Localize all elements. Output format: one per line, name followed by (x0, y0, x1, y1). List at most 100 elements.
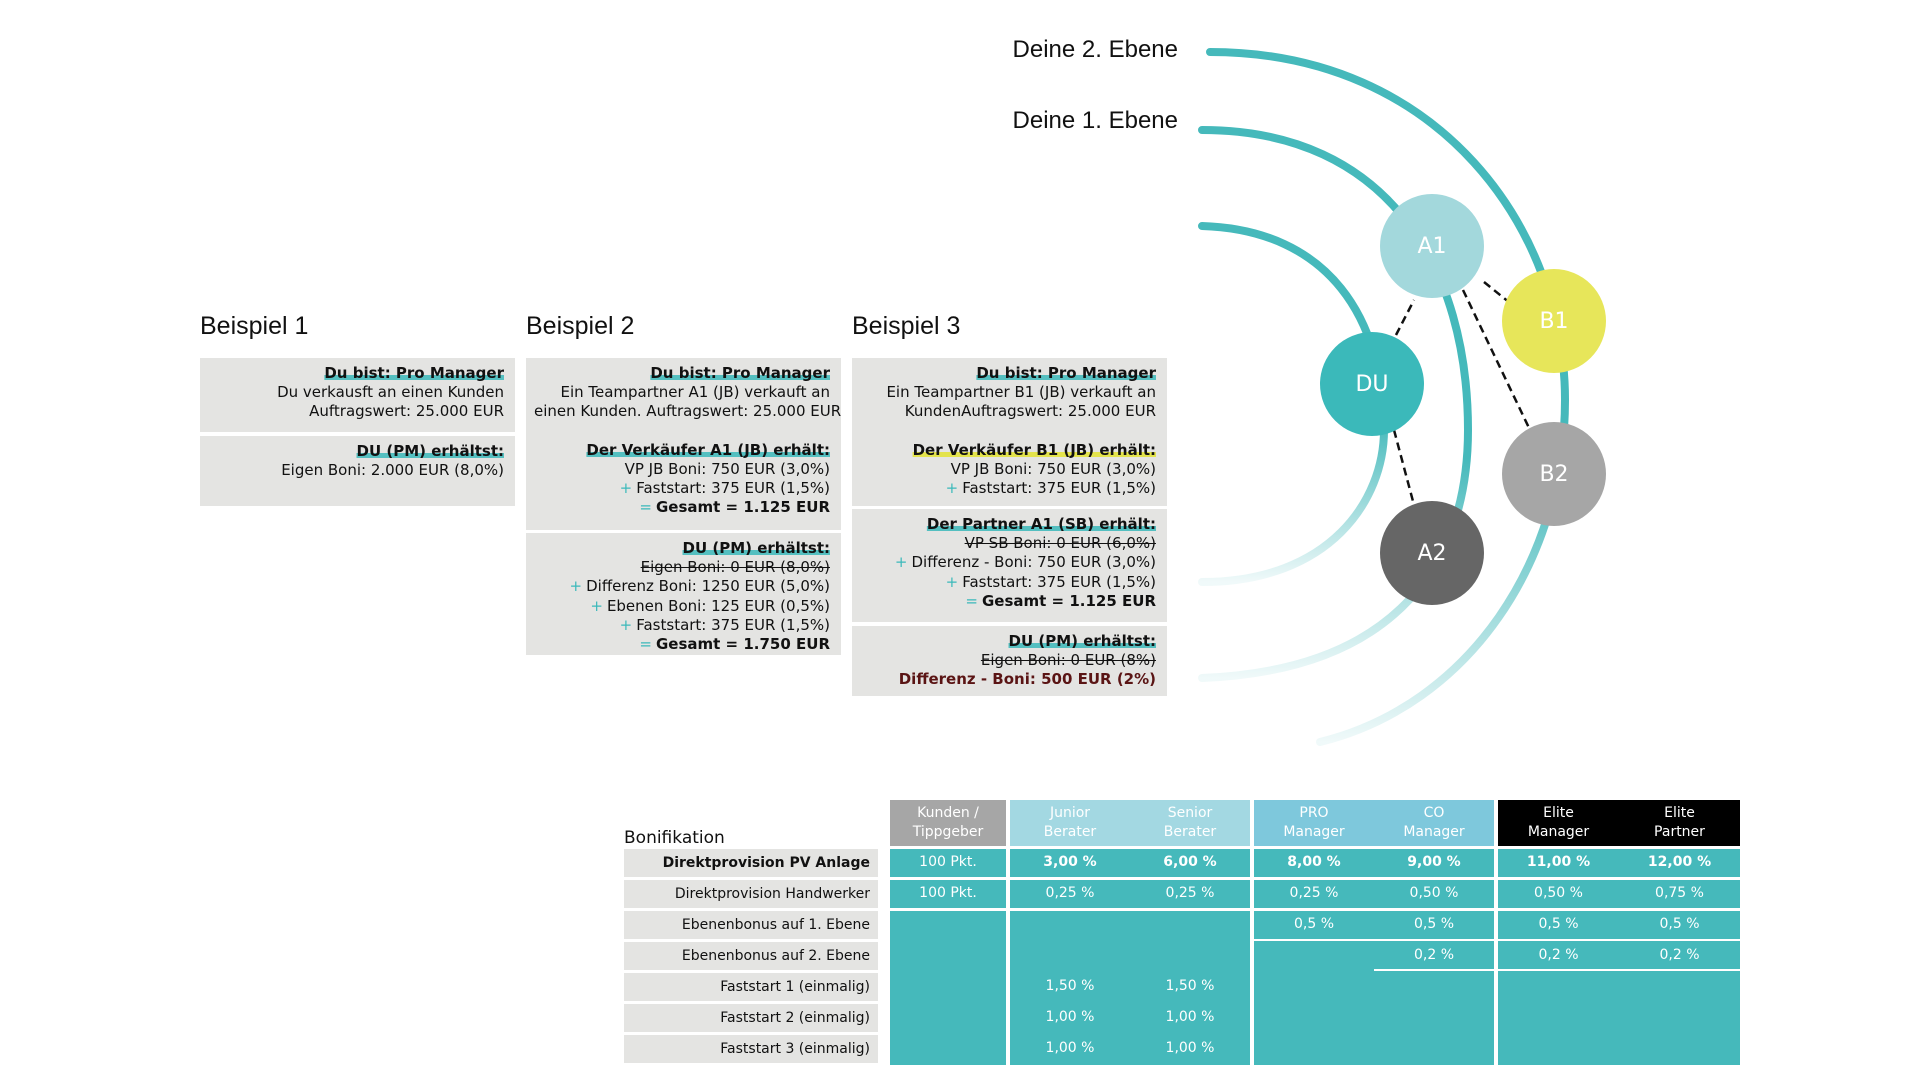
fill-col-elite (1498, 849, 1740, 1065)
header-pro-line1: PRO (1299, 805, 1329, 821)
line-text: Faststart: 375 EUR (1,5%) (962, 572, 1156, 591)
line-text: Differenz - Boni: 750 EUR (3,0%) (911, 553, 1157, 572)
card-line: VP JB Boni: 750 EUR (3,0%) (534, 460, 830, 479)
line-text: Ein Teampartner A1 (JB) verkauft an (560, 383, 830, 402)
table-cell: 1,50 % (1165, 978, 1215, 994)
line-text: DU (PM) erhältst: (1008, 632, 1157, 650)
line-text: Du verkausft an einen Kunden (277, 383, 504, 402)
table-cell: 0,50 % (1534, 885, 1583, 901)
card-line: Ein Teampartner B1 (JB) verkauft an (860, 383, 1156, 402)
line-text: Faststart: 375 EUR (1,5%) (636, 479, 830, 498)
fill-col-manager (1254, 849, 1494, 1065)
node-b1: B1 (1502, 269, 1606, 373)
row-label: Direktprovision PV Anlage (624, 849, 878, 877)
node-b2-label: B2 (1539, 461, 1569, 487)
link-du-a1 (1394, 299, 1416, 336)
line-text: Faststart: 375 EUR (1,5%) (962, 479, 1156, 498)
ring-label-level-2: Deine 2. Ebene (1012, 36, 1178, 63)
table-cell: 1,00 % (1165, 1009, 1215, 1025)
card-line: Differenz - Boni: 500 EUR (2%) (860, 670, 1156, 689)
node-du: DU (1320, 332, 1424, 436)
row-label: Faststart 1 (einmalig) (624, 973, 878, 1001)
table-cell: 0,5 % (1659, 916, 1700, 932)
header-pro-manager: PRO Manager (1254, 800, 1374, 846)
line-text: Gesamt = 1.750 EUR (656, 635, 830, 654)
header-kunden-line1: Kunden / (917, 805, 979, 821)
card-line: +Differenz - Boni: 750 EUR (3,0%) (860, 553, 1156, 572)
link-du-a2 (1392, 429, 1416, 506)
card-line: DU (PM) erhältst: (860, 632, 1157, 651)
line-operator: + (619, 479, 633, 498)
header-berater-group (1010, 800, 1250, 846)
card-line: VP JB Boni: 750 EUR (3,0%) (860, 460, 1156, 479)
row-label: Faststart 3 (einmalig) (624, 1035, 878, 1063)
table-cell: 0,25 % (1289, 885, 1339, 901)
row-divider (1254, 939, 1740, 941)
table-cell: 0,2 % (1538, 947, 1579, 963)
card-line: +Faststart: 375 EUR (1,5%) (534, 616, 830, 635)
card-line: Auftragswert: 25.000 EUR (208, 402, 504, 421)
card-line: DU (PM) erhältst: (534, 539, 831, 558)
card-line: =Gesamt = 1.125 EUR (534, 498, 830, 517)
line-operator: + (945, 479, 959, 498)
table-cell: 0,2 % (1413, 947, 1455, 963)
table-cell: 1,00 % (1045, 1009, 1095, 1025)
line-text: Differenz - Boni: 500 EUR (2%) (898, 670, 1156, 689)
header-pro-line2: Manager (1283, 824, 1345, 840)
line-text: Ein Teampartner B1 (JB) verkauft an (886, 383, 1156, 402)
header-junior-line2: Berater (1043, 824, 1097, 840)
row-label: Direktprovision Handwerker (624, 880, 878, 908)
header-senior-line1: Senior (1167, 805, 1213, 821)
node-b1-label: B1 (1539, 308, 1569, 334)
row-label: Faststart 2 (einmalig) (624, 1004, 878, 1032)
example-1-card-earnings: DU (PM) erhältst:Eigen Boni: 2.000 EUR (… (200, 436, 515, 506)
line-operator: = (639, 498, 652, 517)
line-text: Du bist: Pro Manager (650, 364, 830, 382)
node-du-label: DU (1355, 371, 1389, 397)
header-elite-group (1498, 800, 1740, 846)
example-2-card-earnings: DU (PM) erhältst:Eigen Boni: 0 EUR (8,0%… (526, 533, 841, 655)
header-elite-partner-line1: Elite (1664, 805, 1695, 821)
line-text: Gesamt = 1.125 EUR (656, 498, 830, 517)
table-cell: 1,00 % (1045, 1040, 1095, 1056)
card-line: Du bist: Pro Manager (534, 364, 830, 383)
node-a1: A1 (1380, 194, 1484, 298)
card-line: Du bist: Pro Manager (860, 364, 1156, 383)
line-text: Eigen Boni: 2.000 EUR (8,0%) (281, 461, 504, 480)
line-text: VP JB Boni: 750 EUR (3,0%) (950, 459, 1156, 478)
line-text: KundenAuftragswert: 25.000 EUR (904, 402, 1156, 421)
line-operator: = (639, 635, 652, 654)
table-cell: 0,50 % (1409, 885, 1459, 901)
table-cell: 0,2 % (1659, 947, 1700, 963)
example-1-title: Beispiel 1 (200, 312, 309, 340)
card-line: Der Verkäufer B1 (JB) erhält: (860, 441, 1156, 460)
level-2-ring-arc (1206, 48, 1570, 746)
card-line: Eigen Boni: 0 EUR (8,0%) (534, 558, 830, 577)
example-3-card-partner: Der Partner A1 (SB) erhält:VP SB Boni: 0… (852, 509, 1167, 622)
table-cell: 3,00 % (1043, 854, 1097, 870)
table-title: Bonifikation (624, 828, 725, 848)
line-text: DU (PM) erhältst: (356, 442, 505, 460)
card-line: +Ebenen Boni: 125 EUR (0,5%) (534, 597, 830, 616)
header-elite-manager-line2: Manager (1527, 824, 1590, 840)
row-divider (1374, 969, 1740, 971)
header-elite-manager-line1: Elite (1543, 805, 1574, 821)
card-line: KundenAuftragswert: 25.000 EUR (860, 402, 1156, 421)
table-cell: 100 Pkt. (919, 854, 977, 870)
example-3-card-earnings: DU (PM) erhältst:Eigen Boni: 0 EUR (8%)D… (852, 626, 1167, 696)
line-operator: = (965, 591, 978, 610)
card-line: Ein Teampartner A1 (JB) verkauft an (534, 383, 830, 402)
card-line: Du verkausft an einen Kunden (208, 383, 504, 402)
header-co-line2: Manager (1403, 824, 1465, 840)
line-text: Der Verkäufer B1 (JB) erhält: (912, 440, 1156, 459)
row-label: Ebenenbonus auf 1. Ebene (624, 911, 878, 939)
row-divider (890, 908, 1740, 911)
line-operator: + (569, 577, 583, 596)
card-line: +Differenz Boni: 1250 EUR (5,0%) (534, 577, 830, 596)
